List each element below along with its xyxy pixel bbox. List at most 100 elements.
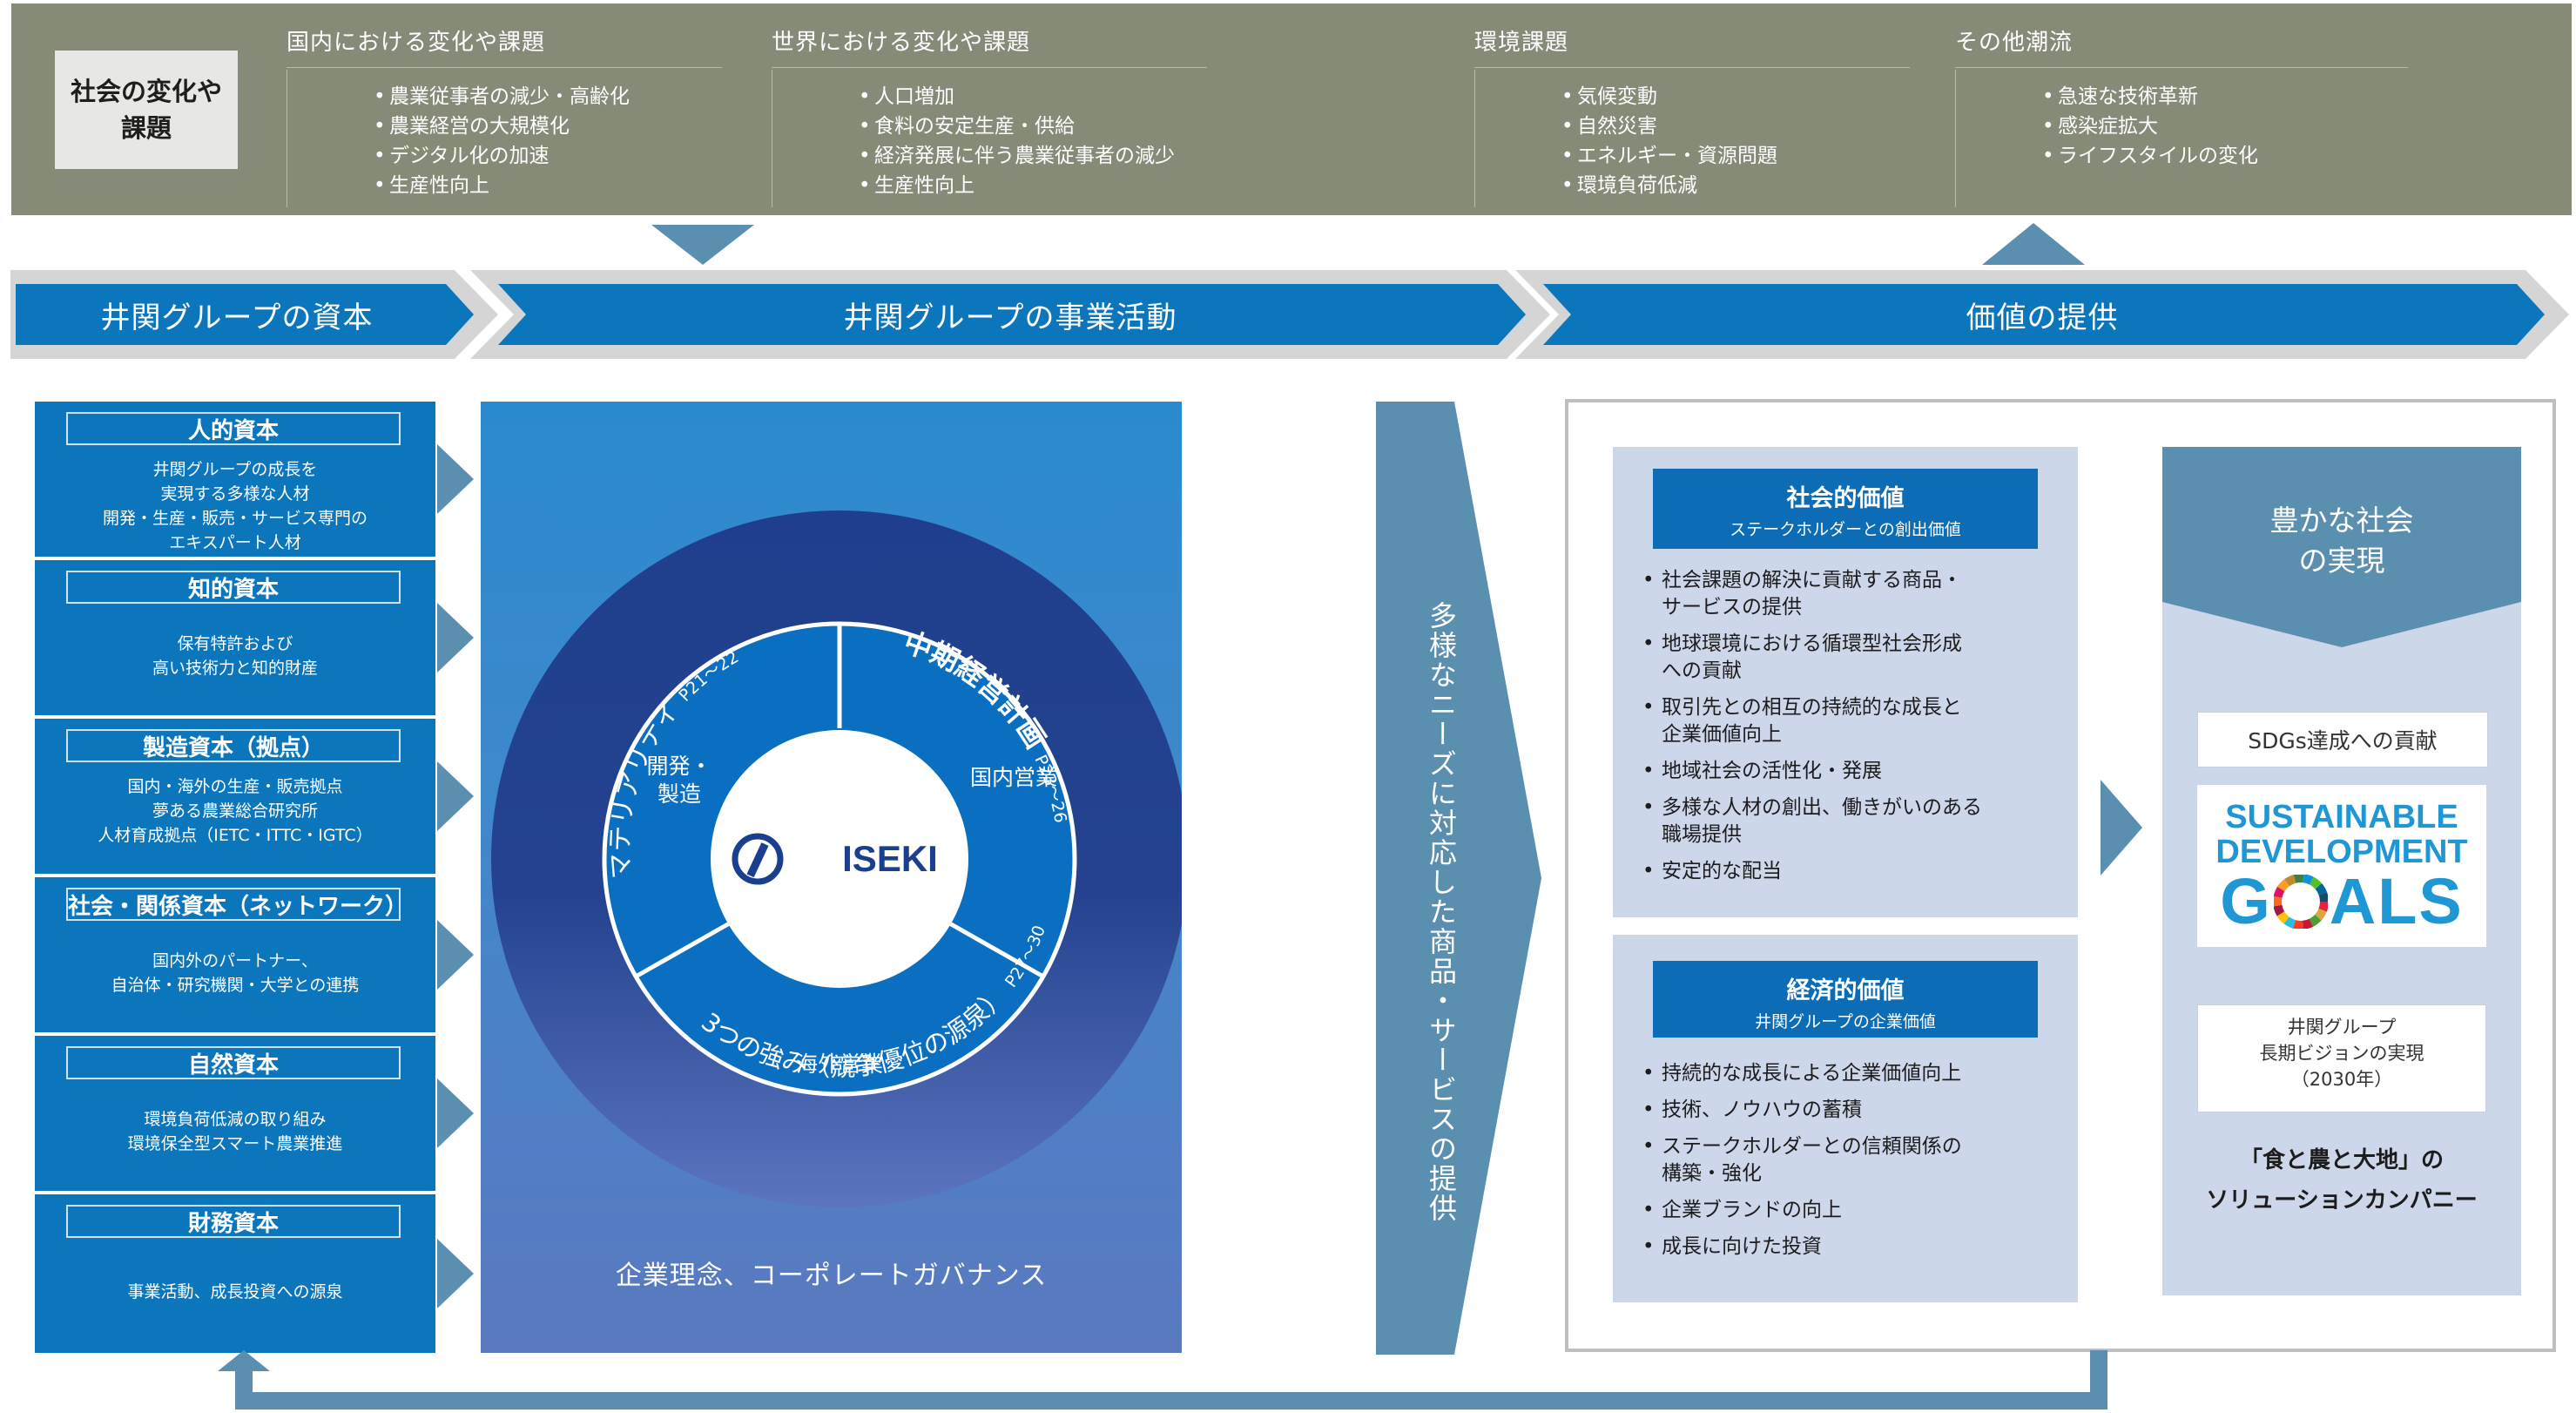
list-item: 安定的な配当 xyxy=(1639,858,2066,885)
list-item: 技術、ノウハウの蓄積 xyxy=(1639,1097,2066,1124)
flow-step-activities: 井関グループの事業活動 xyxy=(470,270,1550,359)
capital-social-title: 社会・関係資本（ネットワーク） xyxy=(66,888,408,921)
social-value-title: 社会的価値 xyxy=(1786,485,1905,512)
list-item: 地球環境における循環型社会形成 への貢献 xyxy=(1639,631,2066,685)
arrow-right-icon xyxy=(2101,780,2142,876)
products-services-label: 多様なニーズに対応した商品・サービスの提供 xyxy=(1425,601,1458,1223)
flow-step-value-label: 価値の提供 xyxy=(1966,300,2119,335)
up-triangle-icon xyxy=(1982,223,2085,265)
capital-social: 社会・関係資本（ネットワーク） 国内外のパートナー、 自治体・研究機関・大学との… xyxy=(35,877,435,1032)
divider xyxy=(1474,67,1910,68)
social-value-list: 社会課題の解決に貢献する商品・ サービスの提供 地球環境における循環型社会形成 … xyxy=(1639,567,2066,895)
capital-natural-desc: 環境負荷低減の取り組み 環境保全型スマート農業推進 xyxy=(127,1110,343,1153)
corporate-philosophy-label: 企業理念、コーポレートガバナンス xyxy=(615,1261,1048,1291)
economic-value-title: 経済的価値 xyxy=(1786,977,1905,1004)
divider xyxy=(1955,67,2408,68)
capital-intellectual-title: 知的資本 xyxy=(66,571,401,604)
arrow-right-icon xyxy=(437,603,474,673)
solution-company-tagline: 「食と農と大地」の ソリューションカンパニー xyxy=(2206,1147,2478,1214)
list-item: 農業従事者の減少・高齢化 xyxy=(374,82,722,112)
down-triangle-icon xyxy=(651,225,754,265)
capital-natural-title: 自然資本 xyxy=(66,1046,401,1079)
arrow-right-icon xyxy=(437,920,474,990)
flow-step-activities-label: 井関グループの事業活動 xyxy=(843,300,1177,335)
arrow-right-icon xyxy=(437,1078,474,1148)
list-item: 人口増加 xyxy=(859,82,1207,112)
sdg-logo-line: DEVELOPMENT xyxy=(2215,834,2468,870)
economic-value-list: 持続的な成長による企業価値向上 技術、ノウハウの蓄積 ステークホルダーとの信頼関… xyxy=(1639,1060,2066,1270)
flow-step-value: 価値の提供 xyxy=(1515,270,2569,359)
list-item: 取引先との相互の持続的な成長と 企業価値向上 xyxy=(1639,694,2066,748)
capital-manufactured-title: 製造資本（拠点） xyxy=(66,729,401,762)
environment-title: 環境課題 xyxy=(1474,30,1569,56)
list-item: 生産性向上 xyxy=(859,171,1207,200)
flow-step-capital-label: 井関グループの資本 xyxy=(100,300,374,335)
domestic-changes-title: 国内における変化や課題 xyxy=(287,30,546,56)
capital-intellectual: 知的資本 保有特許および 高い技術力と知的財産 xyxy=(35,560,435,715)
economic-value-header: 経済的価値 井関グループの企業価値 xyxy=(1653,961,2038,1038)
list-item: デジタル化の加速 xyxy=(374,141,722,171)
list-item: 企業ブランドの向上 xyxy=(1639,1197,2066,1224)
capital-financial-desc: 事業活動、成長投資への源泉 xyxy=(127,1282,343,1301)
sdgs-logo: SUSTAINABLE DEVELOPMENT G xyxy=(2197,785,2486,947)
other-trends-column: その他潮流 急速な技術革新 感染症拡大 ライフスタイルの変化 xyxy=(1955,24,2408,207)
sdg-wheel-icon xyxy=(2272,874,2329,930)
rich-society-title: 豊かな社会 の実現 xyxy=(2269,504,2414,578)
sdg-logo-line: G xyxy=(2220,865,2464,937)
list-item: 生産性向上 xyxy=(374,171,722,200)
environment-list: 気候変動 自然災害 エネルギー・資源問題 環境負荷低減 xyxy=(1474,82,1910,200)
list-item: 地域社会の活性化・発展 xyxy=(1639,758,2066,785)
list-item: 急速な技術革新 xyxy=(2042,82,2408,112)
sdg-contribution-label: SDGs達成への貢献 xyxy=(2197,712,2488,767)
capital-natural: 自然資本 環境負荷低減の取り組み 環境保全型スマート農業推進 xyxy=(35,1036,435,1191)
global-changes-column: 世界における変化や課題 人口増加 食料の安定生産・供給 経済発展に伴う農業従事者… xyxy=(772,24,1207,207)
divider xyxy=(1955,70,1956,207)
list-item: 経済発展に伴う農業従事者の減少 xyxy=(859,141,1207,171)
down-chevron-banner xyxy=(2162,447,2521,647)
divider xyxy=(772,67,1207,68)
sdg-logo-line: SUSTAINABLE xyxy=(2225,799,2458,835)
arrow-right-icon xyxy=(437,444,474,514)
capital-manufactured: 製造資本（拠点） 国内・海外の生産・販売拠点 夢ある農業総合研究所 人材育成拠点… xyxy=(35,719,435,874)
segment-domestic-label: 国内営業 xyxy=(970,765,1057,790)
capital-intellectual-desc: 保有特許および 高い技術力と知的財産 xyxy=(152,634,318,678)
divider xyxy=(287,67,722,68)
capital-human-desc: 井関グループの成長を 実現する多様な人材 開発・生産・販売・サービス専門の エキ… xyxy=(102,460,368,552)
capital-human-title: 人的資本 xyxy=(66,412,401,445)
capital-manufactured-desc: 国内・海外の生産・販売拠点 夢ある農業総合研究所 人材育成拠点（IETC・ITT… xyxy=(98,777,373,845)
products-services-arrow xyxy=(1376,402,1541,1355)
list-item: 農業経営の大規模化 xyxy=(374,112,722,141)
social-changes-badge: 社会の変化や 課題 xyxy=(55,51,238,169)
capital-financial-title: 財務資本 xyxy=(66,1205,401,1238)
center-circle xyxy=(711,730,968,988)
divider xyxy=(1474,70,1475,207)
arrow-right-icon xyxy=(437,761,474,831)
social-value-header: 社会的価値 ステークホルダーとの創出価値 xyxy=(1653,469,2038,549)
list-item: 社会課題の解決に貢献する商品・ サービスの提供 xyxy=(1639,567,2066,621)
list-item: ライフスタイルの変化 xyxy=(2042,141,2408,171)
list-item: 感染症拡大 xyxy=(2042,112,2408,141)
segment-dev-label: 開発・製造 xyxy=(646,754,711,807)
long-term-vision-box: 井関グループ 長期ビジョンの実現 （2030年） xyxy=(2197,1004,2486,1112)
economic-value-box: 経済的価値 井関グループの企業価値 持続的な成長による企業価値向上 技術、ノウハ… xyxy=(1613,935,2078,1302)
arrow-right-icon xyxy=(437,1239,474,1308)
social-value-subtitle: ステークホルダーとの創出価値 xyxy=(1730,520,1961,539)
social-value-box: 社会的価値 ステークホルダーとの創出価値 社会課題の解決に貢献する商品・ サービ… xyxy=(1613,447,2078,917)
divider xyxy=(945,919,1045,979)
list-item: 食料の安定生産・供給 xyxy=(859,112,1207,141)
capital-financial: 財務資本 事業活動、成長投資への源泉 xyxy=(35,1194,435,1353)
list-item: 気候変動 xyxy=(1561,82,1910,112)
list-item: 持続的な成長による企業価値向上 xyxy=(1639,1060,2066,1087)
iseki-logo: ISEKI xyxy=(732,833,938,885)
list-item: 多様な人材の創出、働きがいのある 職場提供 xyxy=(1639,794,2066,848)
capital-human: 人的資本 井関グループの成長を 実現する多様な人材 開発・生産・販売・サービス専… xyxy=(35,402,435,557)
social-changes-band: 社会の変化や 課題 国内における変化や課題 農業従事者の減少・高齢化 農業経営の… xyxy=(11,3,2572,215)
list-item: ステークホルダーとの信頼関係の 構築・強化 xyxy=(1639,1133,2066,1187)
other-trends-title: その他潮流 xyxy=(1955,30,2074,56)
list-item: 環境負荷低減 xyxy=(1561,171,1910,200)
list-item: 成長に向けた投資 xyxy=(1639,1234,2066,1261)
feedback-loop-arrow xyxy=(218,1350,2107,1410)
divider xyxy=(634,919,734,979)
